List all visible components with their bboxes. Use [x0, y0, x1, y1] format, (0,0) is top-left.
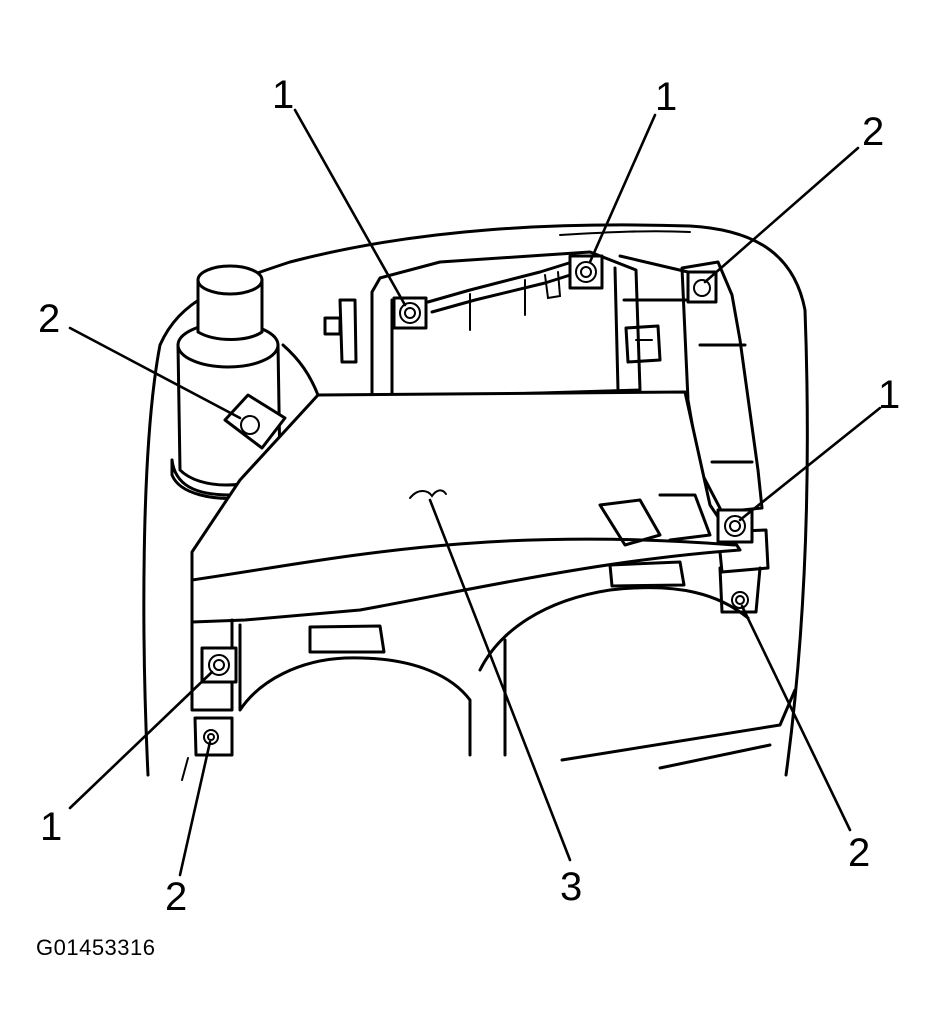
lower-trim-panel — [190, 390, 742, 624]
callout-2-left: 2 — [38, 297, 60, 341]
callout-3: 3 — [560, 865, 582, 909]
figure-id: G01453316 — [36, 935, 156, 960]
callout-2-bottom-right: 2 — [848, 831, 870, 875]
bolt-upper-right[interactable] — [568, 254, 604, 290]
leader-lines — [68, 108, 882, 877]
callout-1-top-left: 1 — [272, 73, 294, 117]
screw-upper-right[interactable] — [686, 270, 718, 304]
callout-1-right: 1 — [878, 373, 900, 417]
upper-module-housing — [281, 250, 692, 400]
fasteners — [200, 254, 754, 745]
callout-labels: 1 1 2 2 1 1 2 2 3 — [38, 73, 900, 919]
column-shroud — [142, 223, 809, 777]
callout-1-bottom-left: 1 — [40, 805, 62, 849]
callout-1-top-right: 1 — [655, 75, 677, 119]
bolt-lower-left[interactable] — [200, 646, 238, 684]
screw-lower-left[interactable] — [203, 729, 219, 745]
screw-lower-right[interactable] — [731, 591, 749, 609]
screw-left-bracket[interactable] — [223, 393, 287, 450]
callout-2-bottom-left: 2 — [165, 875, 187, 919]
callout-2-top-right: 2 — [862, 110, 884, 154]
bolt-upper-left[interactable] — [392, 296, 428, 330]
lower-panel-structure — [181, 560, 797, 781]
bolt-right[interactable] — [716, 508, 754, 544]
